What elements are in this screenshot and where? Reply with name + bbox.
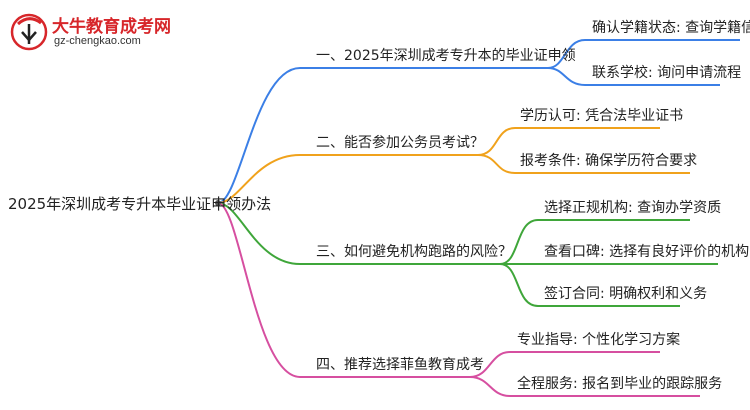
branch-3-child-3-connector (499, 263, 539, 307)
branch-3-label: 三、如何避免机构跑路的风险？ (316, 244, 512, 260)
branch-4-child-2: 全程服务: 报名到毕业的跟踪服务 (517, 376, 723, 392)
branch-1-child-1-connector (547, 39, 586, 69)
branch-1-lines (217, 39, 740, 204)
branch-2-child-2-connector (477, 154, 516, 174)
branch-4-child-1: 专业指导: 个性化学习方案 (517, 332, 681, 348)
root-node-dot (215, 200, 221, 206)
root-node: 2025年深圳成考专升本毕业证申领办法 (8, 195, 272, 213)
branch-4-connector (217, 202, 301, 378)
branch-1-child-2-connector (547, 67, 586, 86)
branch-4-label: 四、推荐选择菲鱼教育成考 (316, 357, 484, 373)
branch-1-connector (217, 67, 301, 204)
branch-1-label: 一、2025年深圳成考专升本的毕业证申领 (316, 48, 576, 64)
logo-name: 大牛教育成考网 (52, 17, 171, 37)
branch-2-label: 二、能否参加公务员考试？ (316, 135, 484, 151)
branch-2-child-1: 学历认可: 凭合法毕业证书 (520, 108, 684, 124)
branch-2-lines (217, 127, 690, 204)
branch-1-child-1: 确认学籍状态: 查询学籍信息 (592, 20, 750, 36)
branch-3-child-1: 选择正规机构: 查询办学资质 (544, 200, 722, 216)
branch-3-child-2: 查看口碑: 选择有良好评价的机构 (544, 244, 750, 260)
branch-4-lines (217, 202, 700, 397)
site-logo: 大牛教育成考网 gz-chengkao.com (8, 10, 188, 54)
logo-url: gz-chengkao.com (54, 35, 141, 47)
branch-3-lines (217, 202, 718, 307)
branch-1-child-2: 联系学校: 询问申请流程 (592, 65, 742, 81)
logo-ox-icon (10, 13, 48, 51)
branch-3-connector (217, 202, 301, 265)
branch-4-child-1-connector (469, 351, 511, 378)
branch-3-child-3: 签订合同: 明确权利和义务 (544, 286, 708, 302)
branch-2-connector (217, 154, 301, 204)
branch-3-child-1-connector (499, 219, 539, 265)
branch-4-child-2-connector (469, 376, 511, 397)
branch-2-child-1-connector (477, 127, 516, 156)
branch-2-child-2: 报考条件: 确保学历符合要求 (520, 153, 698, 169)
